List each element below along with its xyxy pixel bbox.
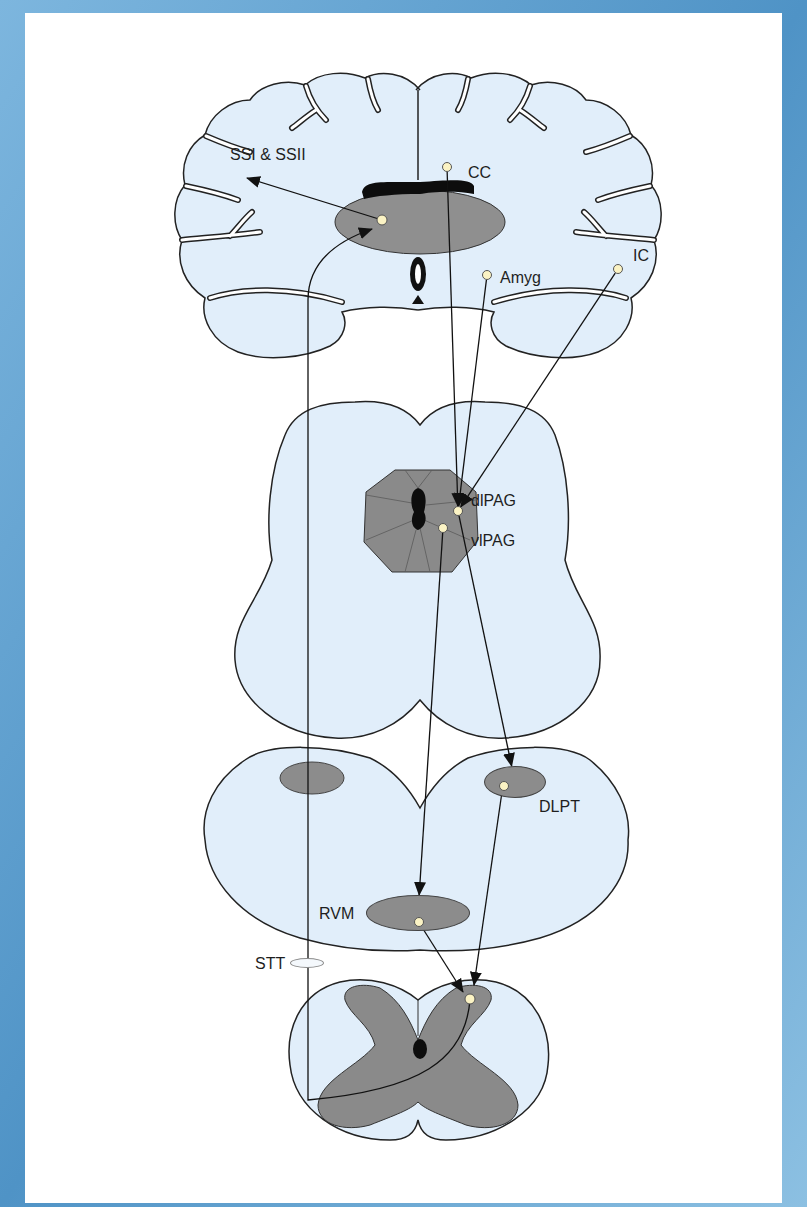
projection-arrow xyxy=(447,172,458,506)
corpus-callosum xyxy=(362,180,474,199)
brain-outline xyxy=(175,73,420,357)
spinal-grey-matter xyxy=(318,985,518,1127)
region-label: CC xyxy=(468,163,491,183)
sulcus xyxy=(458,79,654,302)
thalamocortical-projection xyxy=(247,178,382,220)
region-label: vlPAG xyxy=(471,531,515,551)
sulcus xyxy=(182,79,378,302)
white-panel xyxy=(25,13,782,1203)
spinal-cord-section xyxy=(289,980,548,1140)
brainstem-nucleus: DLPT xyxy=(484,766,546,798)
projection-arrow xyxy=(459,280,487,506)
neuron-site: Amyg xyxy=(482,270,492,280)
pontine-nucleus xyxy=(280,762,344,794)
region-label: DLPT xyxy=(539,797,580,817)
projection-arrow xyxy=(461,273,615,507)
sulcus xyxy=(458,79,654,302)
midline-fissure xyxy=(417,90,419,180)
region-label: IC xyxy=(633,246,649,266)
neuron-dot xyxy=(377,215,387,225)
neuron-site: CC xyxy=(442,162,452,172)
brainstem-section xyxy=(204,747,629,951)
dorsal-median-septum xyxy=(418,1000,419,1036)
sulcus xyxy=(182,79,378,302)
brainstem-nucleus: RVM xyxy=(366,895,470,931)
neuron-dot xyxy=(414,917,424,927)
neuron-site: vlPAG xyxy=(438,523,448,533)
third-ventricle xyxy=(410,257,426,291)
neuron-site: IC xyxy=(613,264,623,274)
midbrain-section xyxy=(235,402,600,739)
third-ventricle xyxy=(415,264,421,284)
region-label: Amyg xyxy=(500,268,541,288)
region-label: RVM xyxy=(319,904,354,924)
region-label: STT xyxy=(255,954,285,974)
neuron-dot xyxy=(499,781,509,791)
descending-projection xyxy=(418,921,463,992)
central-canal xyxy=(413,1039,427,1059)
brain-section xyxy=(175,73,420,357)
cortical-target: SSI & SSII xyxy=(242,175,248,181)
neuron-dot xyxy=(465,994,475,1004)
projection-arrow xyxy=(459,516,512,766)
projection-arrow xyxy=(419,533,443,895)
region-label: SSI & SSII xyxy=(230,145,306,165)
region-label: dlPAG xyxy=(471,491,516,511)
third-ventricle xyxy=(412,295,424,304)
neuron-site: dlPAG xyxy=(453,506,463,516)
spinothalamic-tract xyxy=(308,229,470,1100)
thalamus xyxy=(335,190,505,254)
tract-marker: STT xyxy=(290,958,324,968)
cerebral-aqueduct xyxy=(411,488,425,530)
descending-projection xyxy=(474,785,503,985)
